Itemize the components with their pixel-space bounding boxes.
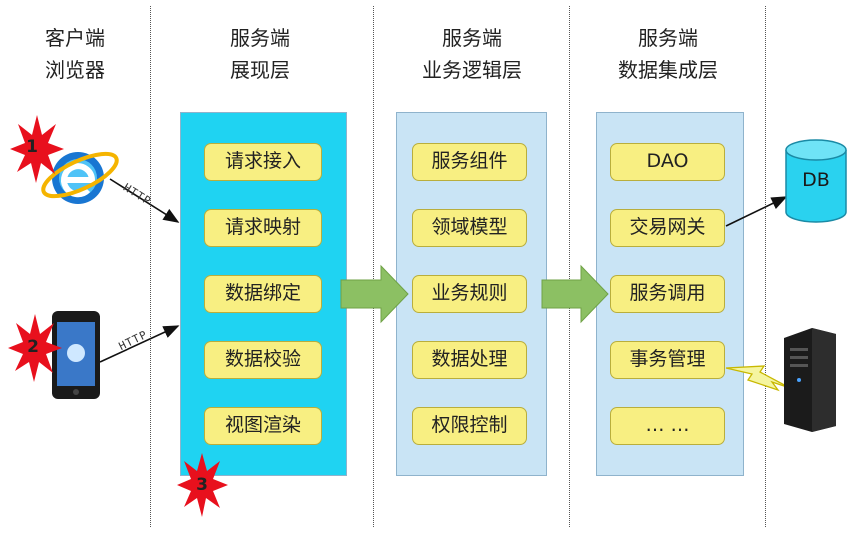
- presentation-item: 视图渲染: [204, 407, 322, 445]
- divider-1: [150, 6, 151, 527]
- badge-number: 2: [27, 337, 39, 357]
- divider-2: [373, 6, 374, 527]
- integration-item: 服务调用: [610, 275, 725, 313]
- column-title-business: 服务端 业务逻辑层: [392, 22, 552, 86]
- column-title-line: 服务端: [442, 26, 502, 50]
- column-title-line: 业务逻辑层: [422, 58, 522, 82]
- column-title-client: 客户端 浏览器: [20, 22, 130, 86]
- ie-browser-icon: [41, 151, 119, 204]
- badge-number: 3: [196, 475, 208, 495]
- server-tower-icon: [784, 328, 836, 432]
- lightning-bolt-icon: [725, 365, 791, 392]
- column-title-line: 展现层: [230, 58, 290, 82]
- integration-item: 事务管理: [610, 341, 725, 379]
- integration-item: … …: [610, 407, 725, 445]
- smartphone-icon: [52, 311, 100, 399]
- column-title-line: 服务端: [638, 26, 698, 50]
- presentation-item: 请求接入: [204, 143, 322, 181]
- divider-4: [765, 6, 766, 527]
- flow-arrow-business-to-integration: [541, 264, 609, 324]
- red-badge-3-icon: [177, 453, 228, 517]
- column-title-presentation: 服务端 展现层: [190, 22, 330, 86]
- business-item: 权限控制: [412, 407, 527, 445]
- badge-number: 1: [26, 137, 38, 157]
- business-item: 领域模型: [412, 209, 527, 247]
- presentation-item: 数据校验: [204, 341, 322, 379]
- presentation-item: 请求映射: [204, 209, 322, 247]
- http-line-mobile: [99, 325, 180, 363]
- column-title-integration: 服务端 数据集成层: [588, 22, 748, 86]
- column-title-line: 浏览器: [45, 58, 105, 82]
- http-line-browser: [109, 178, 180, 223]
- column-title-line: 数据集成层: [618, 58, 718, 82]
- presentation-item: 数据绑定: [204, 275, 322, 313]
- business-item: 数据处理: [412, 341, 527, 379]
- business-item: 业务规则: [412, 275, 527, 313]
- column-title-line: 服务端: [230, 26, 290, 50]
- integration-item: 交易网关: [610, 209, 725, 247]
- column-title-line: 客户端: [45, 26, 105, 50]
- flow-arrow-presentation-to-business: [340, 264, 409, 324]
- red-badge-2-icon: [8, 314, 62, 382]
- red-badge-1-icon: [10, 115, 64, 183]
- database-label: DB: [802, 169, 830, 191]
- gateway-to-db-line: [725, 196, 788, 227]
- database-icon: [785, 139, 847, 223]
- business-item: 服务组件: [412, 143, 527, 181]
- divider-3: [569, 6, 570, 527]
- integration-item: DAO: [610, 143, 725, 181]
